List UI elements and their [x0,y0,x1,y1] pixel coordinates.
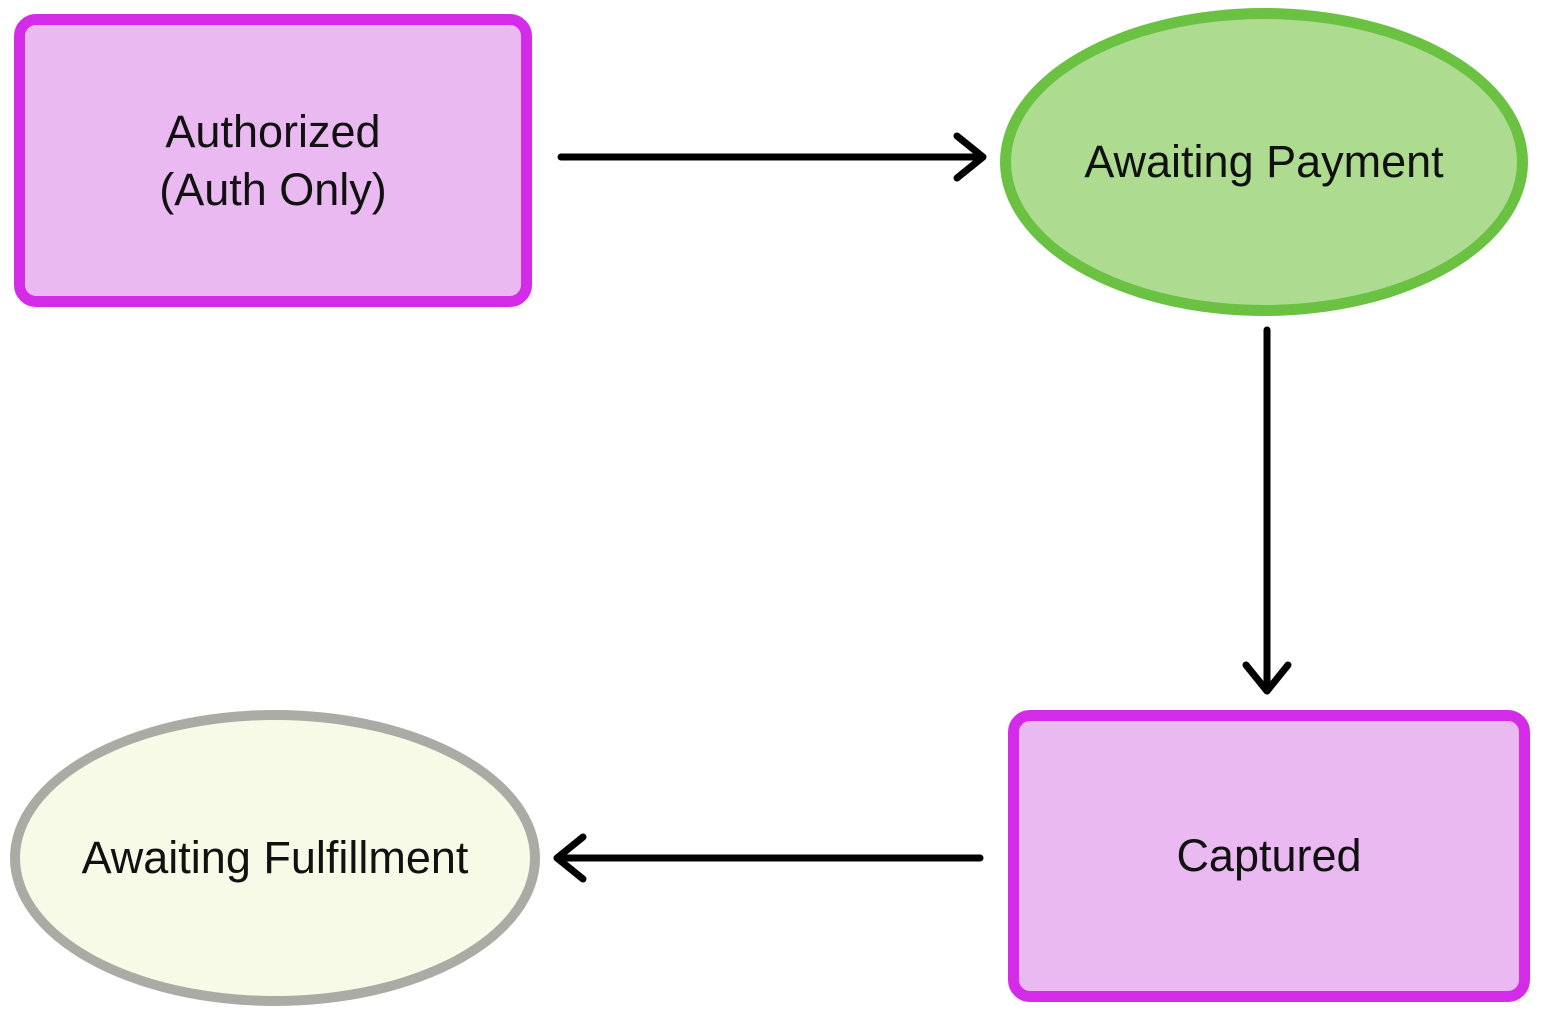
node-awaiting-payment-label: Awaiting Payment [1084,136,1444,188]
node-authorized-label: Authorized (Auth Only) [159,106,387,215]
edge-captured-to-awaiting-fulfillment-arrow [553,833,984,883]
edge-awaiting-payment-to-captured-arrow [1242,326,1292,695]
node-awaiting-payment: Awaiting Payment [1000,8,1528,316]
node-awaiting-fulfillment-label: Awaiting Fulfillment [81,832,469,884]
node-captured-label: Captured [1176,830,1362,882]
node-captured: Captured [1008,710,1530,1002]
node-awaiting-fulfillment: Awaiting Fulfillment [10,710,540,1006]
edge-authorized-to-awaiting-payment-arrow [557,132,987,182]
node-authorized: Authorized (Auth Only) [14,14,532,307]
